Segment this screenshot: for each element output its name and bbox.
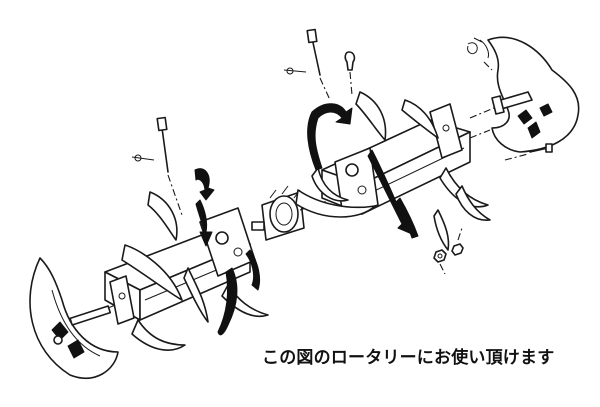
center-gear-hub bbox=[251, 185, 331, 241]
right-clip bbox=[467, 42, 493, 71]
right-linch-pin bbox=[344, 51, 356, 96]
left-top-bolt bbox=[131, 116, 183, 216]
right-tines bbox=[295, 91, 491, 251]
left-side-plate bbox=[29, 257, 119, 380]
right-side-plate bbox=[473, 36, 580, 153]
caption: この図のロータリーにお使い頂けます bbox=[262, 348, 555, 368]
right-top-bolt bbox=[283, 28, 331, 101]
assembly-line bbox=[469, 129, 491, 139]
right-nuts bbox=[433, 227, 464, 275]
right-black-tines bbox=[307, 103, 419, 239]
right-bolt-small bbox=[504, 143, 553, 161]
right-axle-pin bbox=[469, 91, 533, 119]
left-black-tines bbox=[194, 168, 261, 336]
